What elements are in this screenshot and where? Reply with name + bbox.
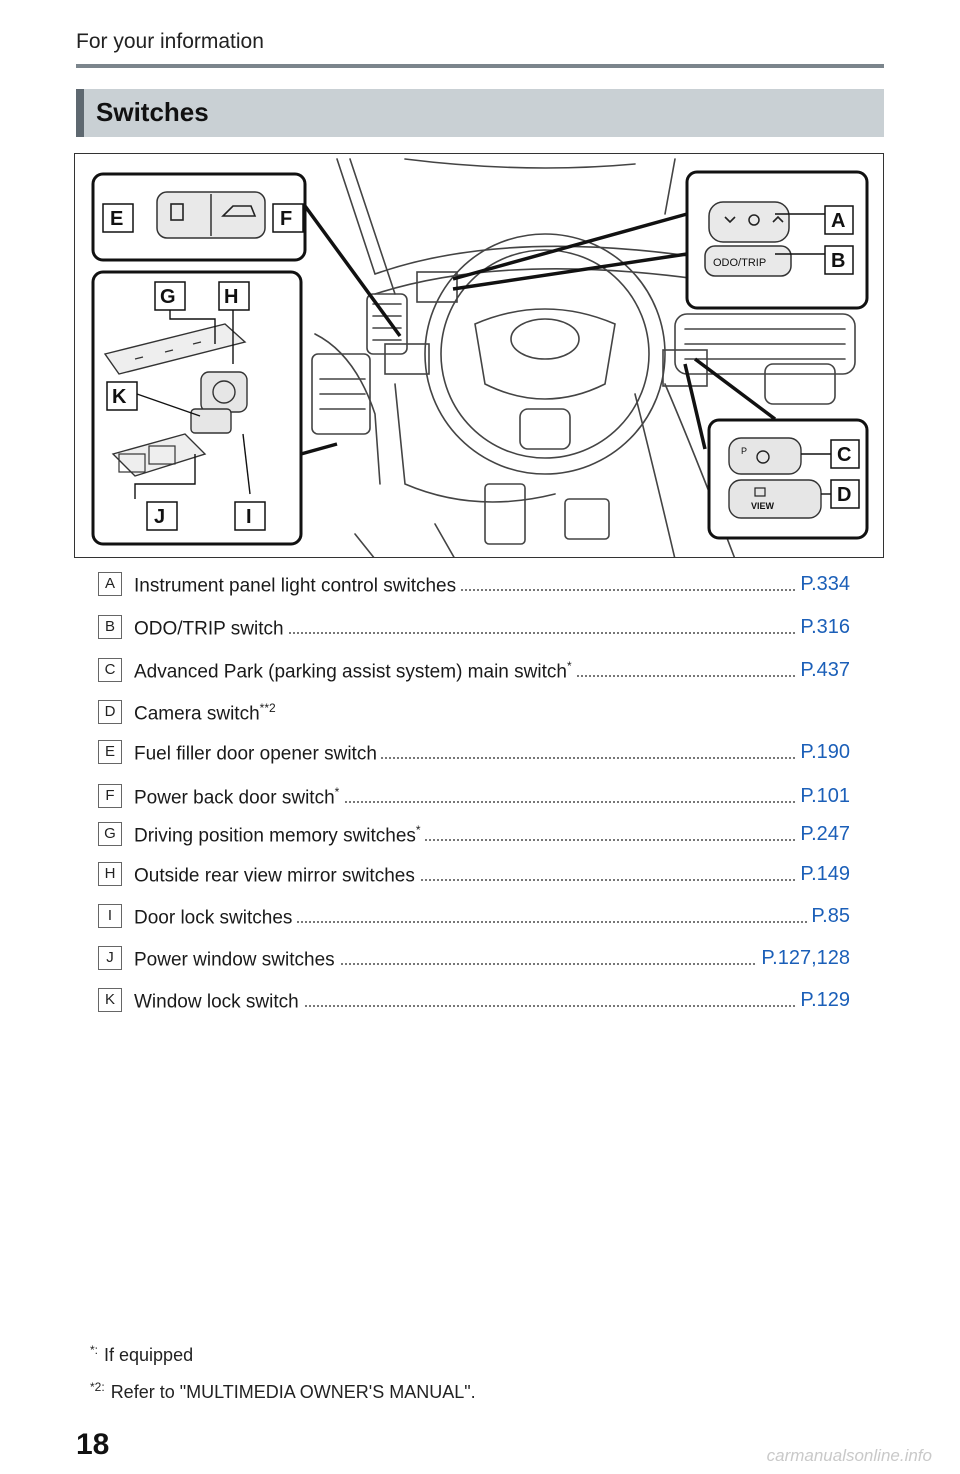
callout-h: H	[224, 286, 238, 308]
footnote-text: Refer to "MULTIMEDIA OWNER'S MANUAL".	[111, 1382, 476, 1402]
callout-c: C	[837, 444, 851, 466]
view-button-text: VIEW	[751, 501, 775, 511]
page-reference-link[interactable]: P.190	[796, 741, 850, 764]
item-key: B	[98, 615, 122, 639]
item-label: Fuel filler door opener switch	[134, 743, 377, 764]
item-label: ODO/TRIP switch	[134, 618, 284, 639]
list-item: D Camera switch**2	[98, 698, 850, 728]
page-reference-link[interactable]: P.101	[796, 785, 850, 808]
item-key: H	[98, 862, 122, 886]
callout-a: A	[831, 210, 845, 232]
list-item: E Fuel filler door opener switch P.190	[98, 738, 850, 768]
list-item: F Power back door switch* P.101	[98, 782, 850, 812]
footnote-mark: *2:	[90, 1380, 105, 1394]
item-label: Driving position memory switches	[134, 825, 416, 846]
list-item: G Driving position memory switches* P.24…	[98, 820, 850, 850]
item-label: Power window switches	[134, 949, 335, 970]
page-reference-link[interactable]: P.85	[807, 905, 850, 928]
footnote-mark: *:	[90, 1343, 98, 1357]
item-label: Camera switch	[134, 703, 260, 724]
list-item: H Outside rear view mirror switches P.14…	[98, 860, 850, 890]
item-key: D	[98, 700, 122, 724]
list-item: J Power window switches P.127,128	[98, 944, 850, 974]
header-rule	[76, 64, 884, 68]
section-accent	[76, 89, 84, 137]
list-item: K Window lock switch P.129	[98, 986, 850, 1016]
callout-e: E	[110, 208, 123, 230]
list-item: A Instrument panel light control switche…	[98, 570, 850, 600]
site-watermark: carmanualsonline.info	[767, 1446, 932, 1466]
item-key: F	[98, 784, 122, 808]
item-key: I	[98, 904, 122, 928]
item-label: Outside rear view mirror switches	[134, 865, 415, 886]
page-reference-link[interactable]: P.149	[796, 863, 850, 886]
footnote-multimedia: *2: Refer to "MULTIMEDIA OWNER'S MANUAL".	[90, 1380, 476, 1403]
park-button-text: P	[741, 446, 747, 456]
page-reference-link[interactable]: P.127,128	[757, 947, 850, 970]
item-note: **2	[260, 701, 276, 715]
item-label: Advanced Park (parking assist system) ma…	[134, 661, 567, 682]
item-key: A	[98, 572, 122, 596]
page-number: 18	[76, 1428, 109, 1462]
callout-d: D	[837, 484, 851, 506]
page-reference-link[interactable]: P.334	[796, 573, 850, 596]
inset-door-panel: G H K J I	[93, 272, 301, 544]
callout-b: B	[831, 250, 845, 272]
switches-illustration: E F ODO/TRIP A B	[74, 153, 884, 558]
item-note: *	[335, 785, 340, 799]
list-item: I Door lock switches P.85	[98, 902, 850, 932]
item-label: Instrument panel light control switches	[134, 575, 456, 596]
footnote-if-equipped: *: If equipped	[90, 1343, 193, 1366]
section-title: Switches	[96, 97, 209, 128]
item-key: G	[98, 822, 122, 846]
running-header: For your information	[76, 30, 264, 54]
page-reference-link[interactable]: P.316	[796, 616, 850, 639]
inset-park-camera: P VIEW C D	[709, 420, 867, 538]
page-reference-link[interactable]: P.437	[796, 659, 850, 682]
item-key: E	[98, 740, 122, 764]
item-label: Window lock switch	[134, 991, 299, 1012]
item-key: K	[98, 988, 122, 1012]
callout-g: G	[160, 286, 176, 308]
odo-trip-button-text: ODO/TRIP	[713, 257, 766, 269]
item-key: C	[98, 658, 122, 682]
list-item: C Advanced Park (parking assist system) …	[98, 656, 850, 686]
inset-odo-trip: ODO/TRIP A B	[687, 172, 867, 308]
callout-i: I	[246, 506, 252, 528]
callout-f: F	[280, 208, 292, 230]
item-note: *	[416, 823, 421, 837]
item-label: Door lock switches	[134, 907, 292, 928]
list-item: B ODO/TRIP switch P.316	[98, 613, 850, 643]
callout-k: K	[112, 386, 127, 408]
item-note: *	[567, 659, 572, 673]
item-label: Power back door switch	[134, 787, 335, 808]
page-reference-link[interactable]: P.247	[796, 823, 850, 846]
item-key: J	[98, 946, 122, 970]
inset-fuel-backdoor: E F	[93, 174, 305, 260]
page-reference-link[interactable]: P.129	[796, 989, 850, 1012]
callout-j: J	[154, 506, 165, 528]
footnote-text: If equipped	[104, 1345, 193, 1365]
dashboard-drawing: E F ODO/TRIP A B	[75, 154, 884, 558]
